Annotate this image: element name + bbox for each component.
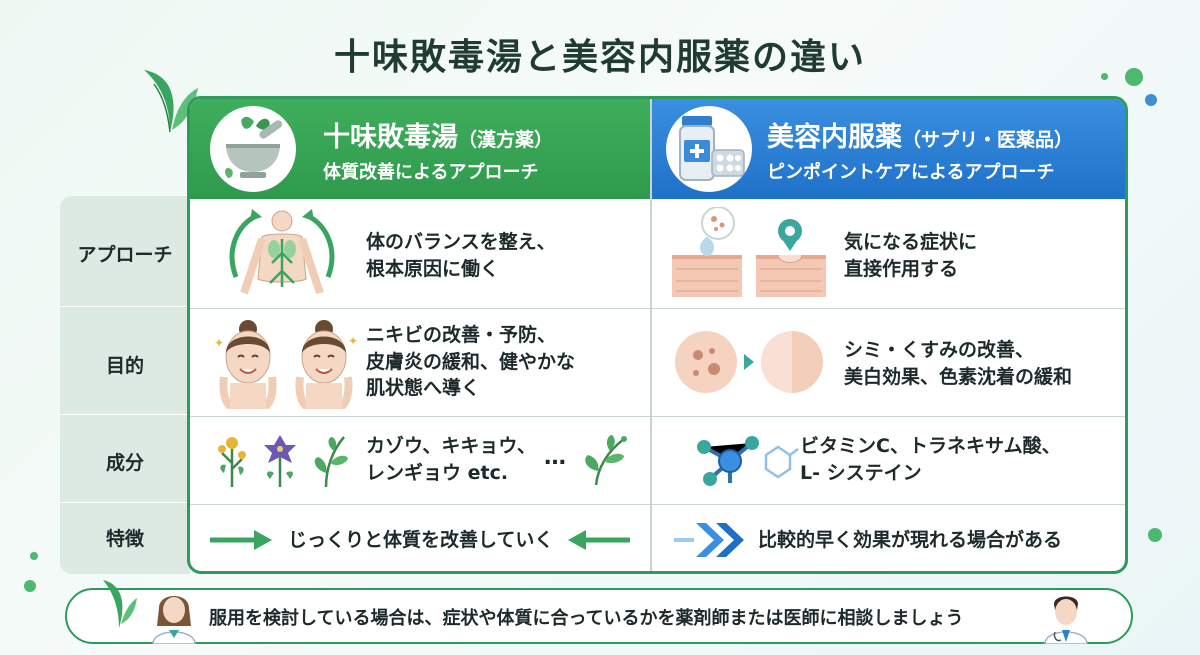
body-meridian-icon <box>229 209 335 295</box>
decor-dot <box>1125 68 1143 86</box>
advice-banner: 服用を検討している場合は、症状や体質に合っているかを薬剤師または医師に相談しまし… <box>65 580 1133 644</box>
doctor-icon <box>1044 596 1088 644</box>
mortar-herb-icon <box>210 106 296 192</box>
svg-text:✦: ✦ <box>348 334 358 348</box>
approach-left-text: 体のバランスを整え、 根本原因に働く <box>366 231 556 280</box>
ingredients-right-text: ビタミンC、トラネキサム酸、 L- システイン <box>800 435 1061 484</box>
double-chevron-icon <box>674 523 744 557</box>
smiling-woman-icon: ✦ ✦ <box>214 320 358 409</box>
page-title: 十味敗毒湯と美容内服薬の違い <box>333 37 866 78</box>
left-header-subtitle: 体質改善によるアプローチ <box>323 162 539 183</box>
decor-dot <box>1148 528 1162 542</box>
advice-text: 服用を検討している場合は、症状や体質に合っているかを薬剤師または医師に相談しまし… <box>209 608 964 629</box>
row-label-ingredients: 成分 <box>105 452 144 474</box>
right-header-subtitle: ピンポイントケアによるアプローチ <box>767 162 1055 183</box>
row-label-approach: アプローチ <box>77 244 173 266</box>
decor-dot <box>24 580 36 592</box>
ingredients-left-text: カゾウ、キキョウ、 レンギョウ etc. <box>366 435 536 484</box>
skin-layer-icon <box>672 207 826 297</box>
row-label-column: アプローチ 目的 成分 特徴 <box>60 196 190 574</box>
ingredients-ellipsis: … <box>544 445 566 470</box>
molecule-icon <box>697 436 799 486</box>
herb-flower-icon <box>218 435 348 488</box>
arrow-left-icon <box>568 530 630 550</box>
right-header-title: 美容内服薬 <box>767 122 902 153</box>
left-header-note: （漢方薬） <box>458 129 554 151</box>
medicine-bottle-icon <box>666 106 752 192</box>
arrow-right-icon <box>210 530 272 550</box>
features-right-text: 比較的早く効果が現れる場合がある <box>758 529 1063 551</box>
left-header-title: 十味敗毒湯 <box>323 122 458 153</box>
leaf-icon <box>103 580 137 628</box>
comparison-table: 十味敗毒湯（漢方薬） 体質改善によるアプローチ 美容内服薬（サプリ・医薬品） ピ… <box>187 96 1128 574</box>
pharmacist-icon <box>152 596 196 644</box>
svg-text:✦: ✦ <box>214 336 224 350</box>
approach-right-text: 気になる症状に 直接作用する <box>844 231 978 280</box>
right-header-note: （サプリ・医薬品） <box>902 129 1074 151</box>
decor-dot <box>30 552 38 560</box>
purpose-left-text: ニキビの改善・予防、 皮膚炎の緩和、健やかな 肌状態へ導く <box>366 324 576 400</box>
row-label-features: 特徴 <box>105 528 144 550</box>
herb-flower-icon <box>585 435 627 486</box>
row-label-purpose: 目的 <box>105 355 144 377</box>
features-left-text: じっくりと体質を改善していく <box>288 529 554 551</box>
purpose-right-text: シミ・くすみの改善、 美白効果、色素沈着の緩和 <box>844 339 1073 388</box>
left-column-header: 十味敗毒湯（漢方薬） 体質改善によるアプローチ <box>190 99 652 199</box>
decor-dot <box>1101 73 1108 80</box>
spot-skin-icon <box>675 331 823 393</box>
decor-dot <box>1145 94 1157 106</box>
right-column-header: 美容内服薬（サプリ・医薬品） ピンポイントケアによるアプローチ <box>652 99 1125 199</box>
